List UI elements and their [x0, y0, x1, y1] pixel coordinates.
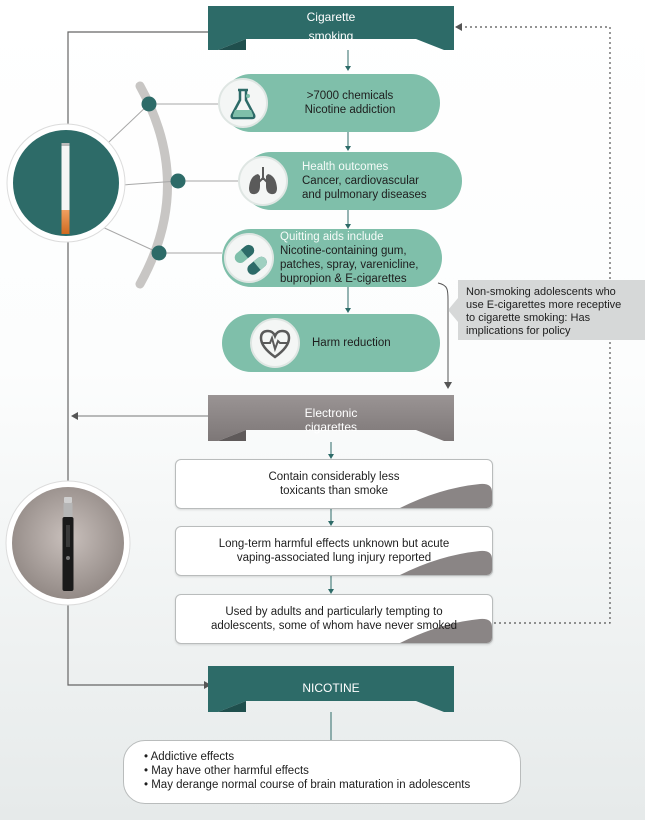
cigarette-banner-line1: Cigarette — [306, 10, 356, 24]
side-note-line3: to cigarette smoking: Has — [466, 312, 591, 324]
ecig-step-adolescents: Used by adults and particularly tempting… — [175, 594, 493, 644]
ecig-step1-line2: toxicants than smoke — [279, 485, 388, 497]
ecig-step1-line1: Contain considerably less — [268, 471, 400, 483]
nicotine-effects-box: • Addictive effects • May have other har… — [123, 740, 521, 804]
nicotine-banner-shape — [208, 666, 454, 712]
nicotine-banner: NICOTINE — [208, 681, 454, 695]
step-chemicals-line2: Nicotine addiction — [304, 104, 396, 116]
side-note-line1: Non-smoking adolescents who — [466, 286, 616, 298]
step-quitting-line2: patches, spray, varenicline, — [280, 259, 419, 271]
step-health-line2: and pulmonary diseases — [302, 189, 427, 201]
nicotine-effect-item: • May have other harmful effects — [144, 765, 309, 777]
step-chemicals-line1: >7000 chemicals — [306, 90, 394, 102]
ecig-step3-line1: Used by adults and particularly tempting… — [225, 606, 443, 618]
heart-icon — [250, 318, 300, 368]
side-note-shape — [448, 280, 645, 340]
cigarette-banner: Cigarette smoking — [208, 8, 454, 46]
ecig-step-toxicants: Contain considerably less toxicants than… — [175, 459, 493, 509]
ecig-step3-line2: adolescents, some of whom have never smo… — [210, 620, 458, 632]
left-flow-line — [67, 31, 211, 689]
e-cigarette-icon — [5, 480, 131, 606]
side-note-line4: implications for policy — [466, 325, 571, 337]
side-note-line2: use E-cigarettes more receptive — [466, 299, 622, 311]
step-quitting-title: Quitting aids include — [280, 231, 384, 243]
ecig-banner-shape — [208, 395, 454, 441]
cigarette-banner-shape — [208, 6, 454, 50]
ecig-step2-line1: Long-term harmful effects unknown but ac… — [218, 538, 450, 550]
step-quitting-line3: bupropion & E-cigarettes — [280, 273, 407, 285]
step-chemicals: >7000 chemicals Nicotine addiction — [218, 74, 440, 132]
flask-icon — [218, 78, 268, 128]
side-note: Non-smoking adolescents who use E-cigare… — [448, 280, 645, 340]
step-harm-reduction: Harm reduction — [222, 314, 440, 372]
pills-icon — [224, 233, 274, 283]
nicotine-effect-item: • Addictive effects — [144, 751, 235, 763]
step-health-outcomes: Health outcomes Cancer, cardiovascular a… — [238, 152, 462, 210]
nicotine-effect-item: • May derange normal course of brain mat… — [144, 779, 471, 791]
ecig-step-long-term-effects: Long-term harmful effects unknown but ac… — [175, 526, 493, 576]
ecig-banner-line1: Electronic — [304, 406, 358, 420]
nicotine-banner-label: NICOTINE — [302, 681, 360, 695]
step-quitting-line1: Nicotine-containing gum, — [280, 245, 407, 257]
ecig-step2-line2: vaping-associated lung injury reported — [236, 552, 432, 564]
lungs-icon — [238, 156, 288, 206]
step-health-title: Health outcomes — [302, 161, 389, 173]
step-quitting-aids: Quitting aids include Nicotine-containin… — [222, 229, 442, 287]
step-health-line1: Cancer, cardiovascular — [302, 175, 419, 187]
cigarette-banner-line2: smoking — [308, 29, 354, 43]
quitting-to-ecig-line — [437, 282, 452, 389]
cigarette-icon — [6, 123, 126, 243]
ecig-banner: Electronic cigarettes — [208, 406, 454, 434]
ecig-banner-line2: cigarettes — [304, 420, 358, 434]
step-harm-label: Harm reduction — [312, 337, 391, 349]
